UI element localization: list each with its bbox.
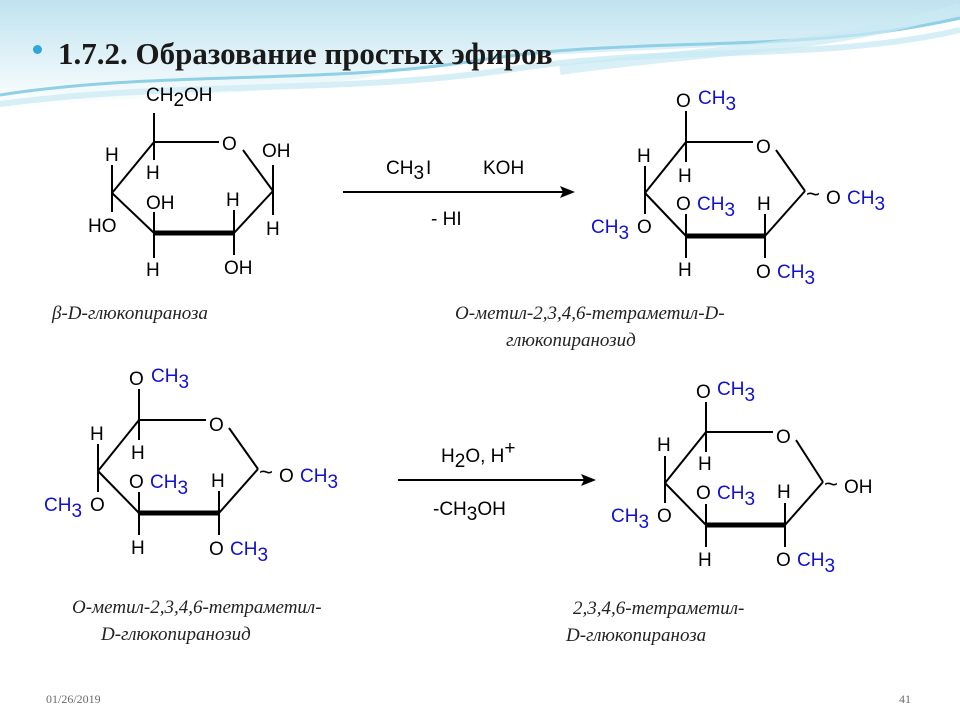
c4-h-label: H: [637, 146, 651, 167]
reagent-koh: KOH: [483, 158, 524, 179]
product-1-name-line2: глюкопиранозид: [506, 330, 636, 351]
c5-h-label: H: [146, 163, 160, 184]
ring-oxygen-label: O: [776, 427, 791, 448]
c4-methyl-label: CH3: [611, 506, 649, 533]
anomeric-wavy-bond: ~: [824, 471, 838, 498]
c2-methyl-label: CH3: [230, 539, 268, 566]
product-2-name-line2: D-глюкопираноза: [566, 625, 707, 646]
c4-o-label: O: [637, 217, 652, 238]
c2-o-label: O: [776, 550, 791, 571]
c2-oh-label: OH: [224, 258, 253, 279]
ring-oxygen-label: O: [756, 137, 771, 158]
reactant-1-name: β-D-глюкопираноза: [52, 303, 208, 324]
molecule-beta-d-glucopyranose: CH2OH O OH H H HO H OH H H OH: [88, 85, 291, 281]
reactant-2-name-line2: D-глюкопиранозид: [101, 624, 251, 645]
c6-methyl-label: CH3: [698, 88, 736, 115]
ring-oxygen-label: O: [209, 415, 224, 436]
c3-methyl-label: CH3: [717, 483, 755, 510]
anomeric-wavy-bond: ~: [806, 181, 820, 208]
c4-h-label: H: [105, 145, 119, 166]
c2-methyl-label: CH3: [777, 262, 815, 289]
byproduct-hi: - HI: [431, 209, 462, 230]
c6-o-label: O: [696, 382, 711, 403]
c4-h-label: H: [657, 435, 671, 456]
product-1-name-line1: О-метил-2,3,4,6-тетраметил-D-: [455, 303, 725, 324]
c4-o-label: O: [657, 506, 672, 527]
reagent-water-acid: H2O, H+: [441, 438, 515, 472]
c3-methyl-label: CH3: [697, 194, 735, 221]
c3-o-label: O: [696, 483, 711, 504]
molecule-methyl-tetramethyl-glucopyranoside-1: O CH3 O H H O CH3 H CH3 O H O CH3 ~ O CH…: [591, 88, 885, 289]
c3-h-label: H: [146, 260, 160, 281]
c2-o-label: O: [756, 262, 771, 283]
c1-methyl-label: CH3: [847, 188, 885, 215]
header-wave-decoration: [0, 0, 960, 110]
c2-h-label: H: [211, 471, 225, 492]
anomeric-wavy-bond: ~: [259, 459, 273, 486]
c2-h-label: H: [757, 194, 771, 215]
reactant-2-name-line1: О-метил-2,3,4,6-тетраметил-: [72, 597, 322, 618]
molecule-methyl-tetramethyl-glucopyranoside-2: O CH3 O H H O CH3 H CH3 O H O CH3 ~ O CH…: [44, 366, 338, 566]
slide-date: 01/26/2019: [46, 692, 101, 706]
c3-o-label: O: [129, 472, 144, 493]
byproduct-methanol: -CH3OH: [433, 499, 506, 525]
c5-h-label: H: [678, 166, 692, 187]
c2-methyl-label: CH3: [797, 550, 835, 577]
ring-oxygen-label: O: [222, 134, 237, 155]
product-2-name-line1: 2,3,4,6-тетраметил-: [573, 598, 745, 619]
c4-methyl-label: CH3: [591, 217, 629, 244]
slide-page-number: 41: [899, 692, 911, 706]
title-bullet: [33, 45, 42, 54]
c4-h-label: H: [90, 424, 104, 445]
c1-o-label: O: [826, 188, 841, 209]
c4-o-label: O: [90, 495, 105, 516]
c5-h-label: H: [131, 443, 145, 464]
c1-o-label: O: [279, 466, 294, 487]
c3-methyl-label: CH3: [150, 472, 188, 499]
c4-ho-label: HO: [88, 216, 117, 237]
c1-oh-label: OH: [262, 141, 291, 162]
c2-o-label: O: [209, 539, 224, 560]
c2-h-label: H: [226, 190, 240, 211]
c1-h-label: H: [266, 219, 280, 240]
c3-oh-label: OH: [146, 193, 175, 214]
c1-methyl-label: CH3: [300, 466, 338, 493]
reaction-arrow-2: H2O, H+ -CH3OH: [398, 438, 596, 525]
c6-methyl-label: CH3: [151, 366, 189, 393]
c3-h-label: H: [698, 550, 712, 571]
c4-methyl-label: CH3: [44, 495, 82, 522]
molecule-tetramethyl-d-glucopyranose: O CH3 O H H O CH3 H CH3 O H O CH3 ~ OH: [611, 379, 873, 577]
slide-title: 1.7.2. Образование простых эфиров: [58, 36, 553, 71]
c3-h-label: H: [678, 260, 692, 281]
c6-methyl-label: CH3: [717, 379, 755, 406]
c6-o-label: O: [129, 369, 144, 390]
c5-h-label: H: [698, 454, 712, 475]
c3-h-label: H: [131, 538, 145, 559]
c2-h-label: H: [777, 482, 791, 503]
c6-ch2oh-label: CH2OH: [146, 85, 213, 111]
c6-o-label: O: [676, 91, 691, 112]
c3-o-label: O: [676, 194, 691, 215]
c1-oh-label: OH: [844, 477, 873, 498]
